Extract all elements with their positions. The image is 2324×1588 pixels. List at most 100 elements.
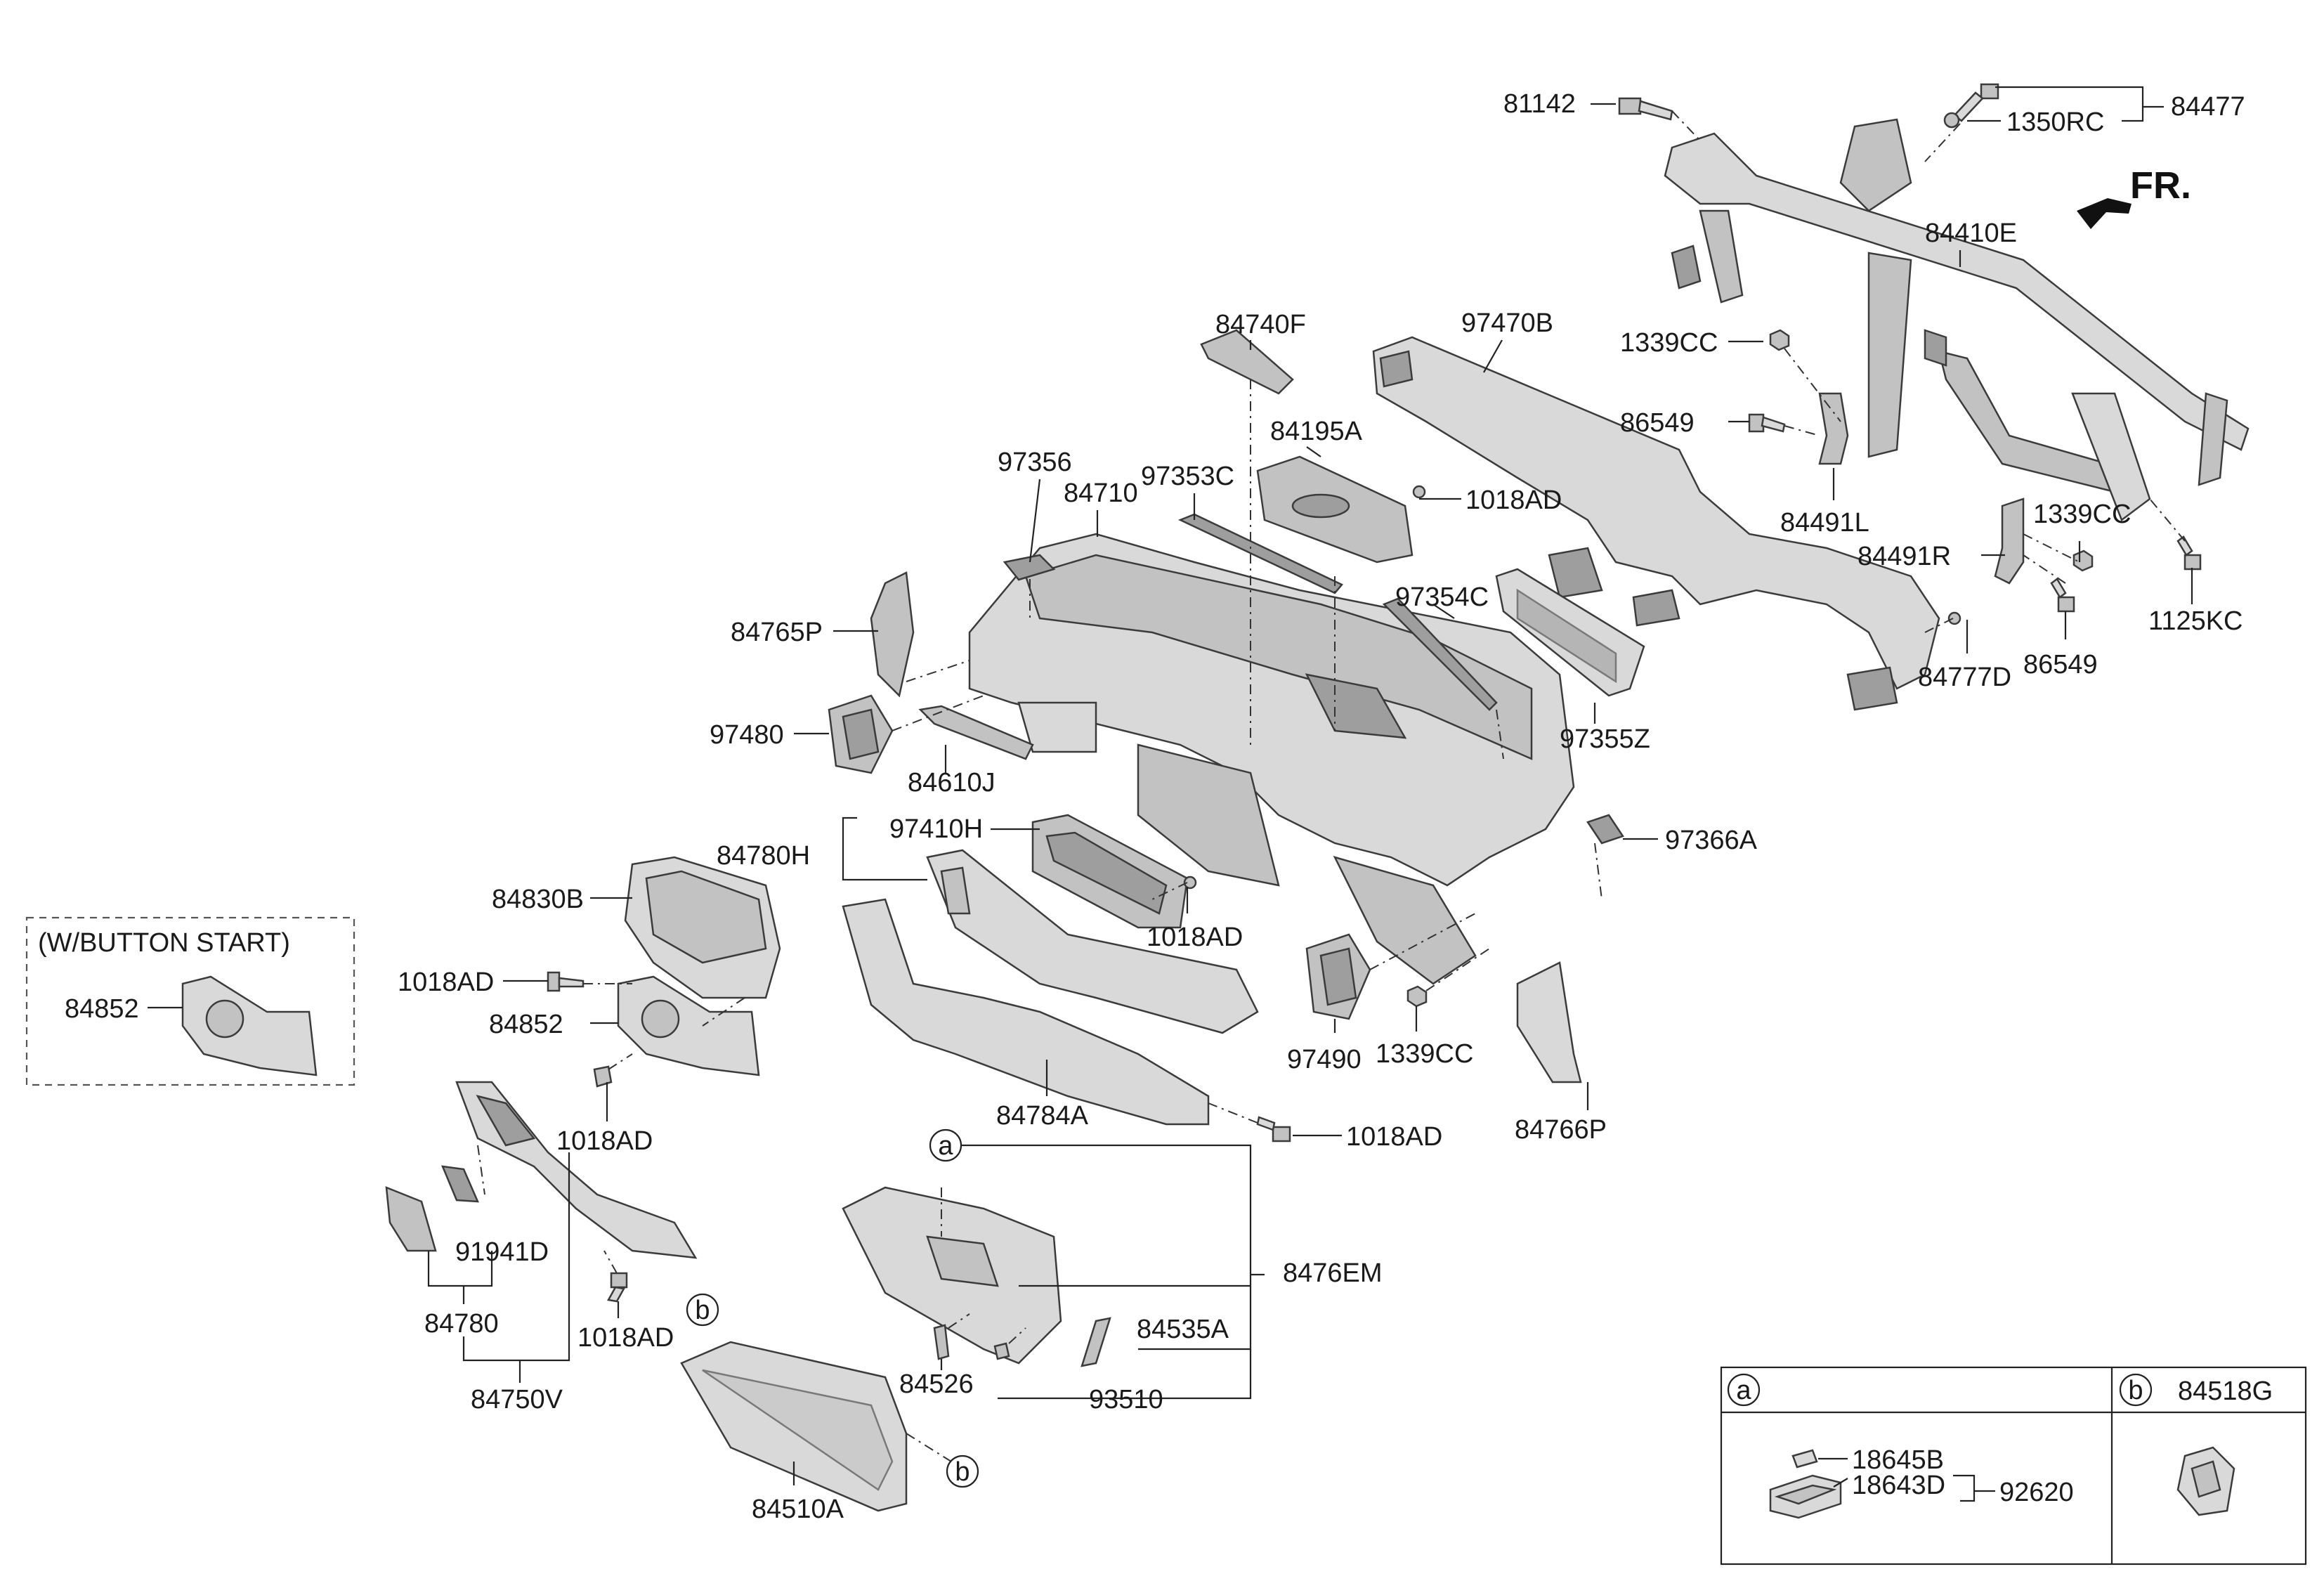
- clip-1018AD-top-icon: [1412, 485, 1426, 499]
- label-81142: 81142: [1503, 89, 1576, 119]
- label-1125KC: 1125KC: [2148, 606, 2243, 636]
- clip-1018AD-left-icon: [607, 1272, 628, 1303]
- label-1018AD-c: 1018AD: [398, 968, 494, 997]
- leader-lines: [148, 86, 2193, 1485]
- callout-b-top-label: b: [695, 1296, 710, 1325]
- grille-97354C: [1382, 597, 1498, 711]
- nut-1339CC-right-icon: [2072, 549, 2094, 572]
- label-1350RC: 1350RC: [2006, 108, 2104, 137]
- cover-84780: [385, 1186, 437, 1252]
- legend-18645B: 18645B: [1852, 1445, 1944, 1475]
- legend-b-header: b: [2128, 1376, 2143, 1405]
- bulb-18645B-icon: [1791, 1449, 1818, 1469]
- label-84780: 84780: [424, 1309, 499, 1339]
- label-97354C: 97354C: [1395, 583, 1489, 612]
- label-1018AD-d: 1018AD: [1346, 1122, 1442, 1152]
- label-1339CC-top: 1339CC: [1620, 328, 1718, 358]
- label-84784A: 84784A: [996, 1101, 1089, 1131]
- label-84195A: 84195A: [1270, 417, 1363, 446]
- label-97410H: 97410H: [889, 814, 983, 844]
- label-8476EM: 8476EM: [1283, 1258, 1383, 1288]
- label-86549-bottom: 86549: [2023, 650, 2098, 679]
- label-97470B: 97470B: [1461, 308, 1553, 338]
- cluster-hood-84830B: [624, 856, 781, 999]
- label-84410E: 84410E: [1925, 219, 2017, 248]
- clip-1018AD-cluster-icon: [547, 971, 585, 992]
- bolt-81142-icon: [1618, 97, 1673, 121]
- grille-97366A: [1586, 814, 1624, 845]
- label-84777D: 84777D: [1918, 663, 2011, 692]
- label-1339CC-right: 1339CC: [2033, 500, 2131, 529]
- cowl-cross-member: [1664, 118, 2250, 521]
- label-84477: 84477: [2171, 92, 2245, 122]
- glove-box-housing-8476EM: [842, 1186, 1062, 1365]
- label-1018AD-e: 1018AD: [556, 1126, 653, 1156]
- label-1339CC-bottom: 1339CC: [1376, 1039, 1473, 1069]
- panel-84780H: [926, 849, 1259, 1034]
- legend-92620: 92620: [1999, 1478, 2074, 1507]
- label-97490: 97490: [1287, 1045, 1362, 1074]
- label-84491R: 84491R: [1858, 542, 1951, 571]
- lower-panel-84750V: [455, 1081, 698, 1259]
- label-1018AD-b: 1018AD: [1147, 923, 1243, 952]
- vent-97490: [1305, 933, 1371, 1020]
- lamp-92620-icon: [1769, 1474, 1842, 1519]
- label-84750V: 84750V: [471, 1385, 563, 1414]
- callout-a-icon: a: [929, 1128, 962, 1162]
- clip-84526-icon: [933, 1324, 950, 1360]
- cap-84518G-icon: [2176, 1446, 2235, 1516]
- label-1018AD-f: 1018AD: [577, 1323, 674, 1353]
- front-arrow-icon: [2077, 198, 2132, 229]
- glove-box-84510A: [680, 1341, 908, 1512]
- legend-18643D: 18643D: [1852, 1471, 1945, 1500]
- callout-b-bottom-icon: b: [946, 1454, 979, 1488]
- bracket-84491L: [1818, 392, 1849, 465]
- damper-84535A: [1081, 1317, 1111, 1367]
- garnish-84784A: [842, 898, 1210, 1126]
- callout-b-top-icon: b: [686, 1293, 719, 1327]
- label-84852-box: 84852: [65, 994, 139, 1024]
- variant-box: [25, 916, 355, 1086]
- grille-97355Z: [1495, 568, 1645, 697]
- label-84610J: 84610J: [908, 768, 995, 798]
- label-84765P: 84765P: [731, 618, 823, 647]
- legend-table: a b 84518G 18645B 18643D 92620: [1720, 1366, 2307, 1566]
- front-marker: FR.: [2130, 164, 2191, 207]
- legend-a-header: a: [1736, 1376, 1751, 1405]
- garnish-84765P: [870, 571, 915, 698]
- pad-91941D: [441, 1165, 479, 1203]
- label-97356: 97356: [998, 448, 1072, 477]
- label-97355Z: 97355Z: [1560, 724, 1650, 754]
- column-cover-84852: [617, 975, 760, 1076]
- cover-84740F: [1200, 329, 1294, 395]
- cover-84195A: [1256, 455, 1414, 564]
- label-84710: 84710: [1064, 479, 1138, 508]
- bolt-84477-icon: [1953, 83, 1999, 122]
- callout-a-label: a: [938, 1131, 953, 1161]
- assembly-lines: [477, 110, 2186, 1469]
- label-84526: 84526: [899, 1369, 974, 1399]
- legend-a-icon: [1727, 1373, 1761, 1407]
- bolt-1125KC-icon: [2176, 535, 2202, 571]
- label-97480: 97480: [710, 720, 784, 750]
- column-cover-84852-box: [181, 975, 318, 1076]
- trim-strip-97353C: [1177, 513, 1343, 594]
- clip-1018AD-right-icon: [1256, 1116, 1291, 1143]
- label-84852: 84852: [489, 1010, 563, 1039]
- label-1018AD-a: 1018AD: [1465, 486, 1562, 515]
- side-cover-84766P: [1516, 961, 1582, 1083]
- bolt-86549-bottom-icon: [2050, 578, 2075, 613]
- label-84830B: 84830B: [492, 885, 584, 914]
- callout-b-bottom-label: b: [955, 1457, 970, 1487]
- clip-1018AD-mid-icon: [1183, 876, 1197, 890]
- clip-84777D-icon: [1947, 611, 1961, 625]
- vent-97410H: [1031, 814, 1189, 929]
- part-labels: 81142 84477 1350RC 84410E 84740F 97470B …: [65, 89, 2245, 1524]
- speaker-grille-97356: [1003, 554, 1056, 581]
- label-84740F: 84740F: [1215, 310, 1306, 339]
- label-84780H: 84780H: [717, 841, 810, 871]
- label-84766P: 84766P: [1515, 1115, 1607, 1145]
- legend-b-icon: [2119, 1373, 2153, 1407]
